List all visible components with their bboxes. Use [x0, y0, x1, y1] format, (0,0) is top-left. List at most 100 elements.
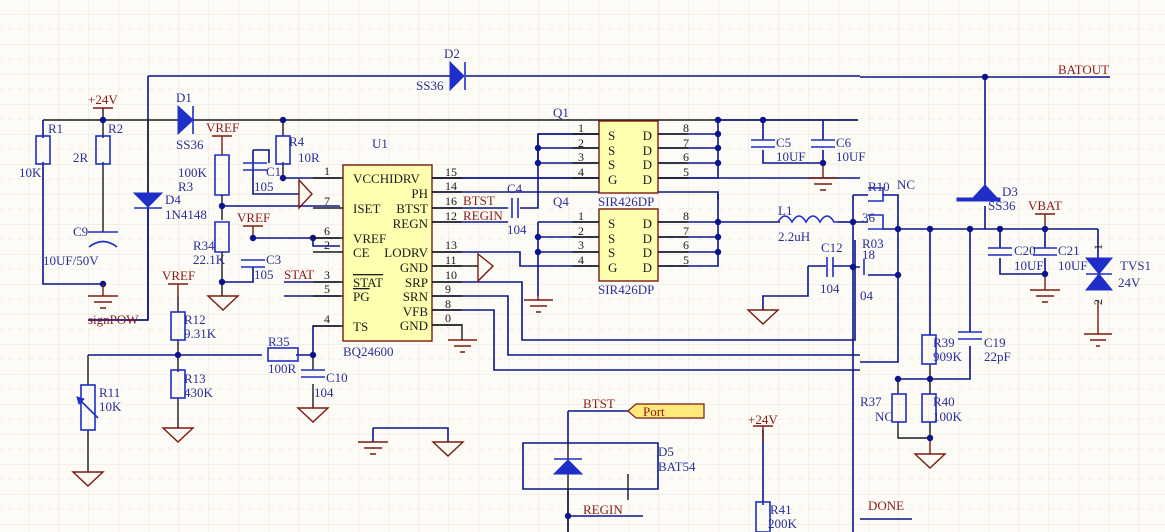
svg-text:R03: R03 — [862, 236, 884, 251]
svg-text:VFB: VFB — [403, 304, 429, 319]
svg-text:C12: C12 — [821, 240, 843, 255]
svg-text:10UF: 10UF — [776, 149, 806, 164]
u1-ref: U1 — [372, 136, 388, 151]
svg-text:BTST: BTST — [583, 396, 615, 411]
diode-d2[interactable] — [449, 60, 466, 92]
resistor-r35[interactable] — [267, 347, 299, 362]
svg-text:D: D — [643, 128, 652, 143]
capacitor-c6[interactable] — [811, 139, 835, 148]
capacitor-c1[interactable] — [243, 162, 267, 171]
svg-text:2: 2 — [578, 136, 584, 150]
resistor-r2[interactable] — [95, 135, 111, 165]
diode-d4[interactable] — [132, 192, 164, 209]
svg-text:10UF: 10UF — [1058, 258, 1088, 273]
u1-left-pins: 1 VCCHIDRV 7 ISET 6 VREF 2 CE 3 STAT 5 P… — [324, 164, 420, 334]
svg-text:6: 6 — [683, 150, 689, 164]
svg-text:C6: C6 — [836, 135, 852, 150]
svg-text:GND: GND — [400, 318, 428, 333]
resistor-r39[interactable] — [921, 334, 937, 365]
capacitor-c4[interactable] — [511, 198, 519, 218]
resistor-r13[interactable] — [170, 369, 186, 399]
resistor-r4[interactable] — [275, 135, 291, 165]
svg-text:NC: NC — [875, 409, 893, 424]
svg-text:+24V: +24V — [88, 92, 118, 107]
svg-text:GND: GND — [400, 260, 428, 275]
svg-text:7: 7 — [324, 194, 330, 208]
svg-text:+24V: +24V — [748, 412, 778, 427]
power-ports — [93, 107, 1055, 427]
svg-text:R34: R34 — [193, 238, 215, 253]
capacitor-c12[interactable] — [826, 257, 834, 277]
mosfet-q4[interactable] — [572, 208, 688, 282]
resistor-r1[interactable] — [35, 135, 51, 165]
svg-text:R40: R40 — [933, 394, 955, 409]
capacitor-c9[interactable] — [88, 231, 118, 248]
svg-text:SS36: SS36 — [988, 198, 1016, 213]
svg-text:909K: 909K — [933, 349, 963, 364]
svg-text:R13: R13 — [184, 371, 206, 386]
svg-text:9.31K: 9.31K — [184, 326, 217, 341]
svg-text:D: D — [643, 260, 652, 275]
svg-text:1: 1 — [324, 164, 330, 178]
svg-text:SIR426DP: SIR426DP — [598, 194, 654, 209]
svg-text:SS36: SS36 — [416, 78, 444, 93]
svg-text:104: 104 — [314, 385, 334, 400]
svg-text:105: 105 — [254, 267, 274, 282]
svg-text:S: S — [608, 245, 615, 260]
capacitor-c19[interactable] — [958, 331, 982, 340]
svg-text:6: 6 — [324, 224, 330, 238]
inductor-l1[interactable] — [777, 215, 838, 224]
svg-text:8: 8 — [683, 121, 689, 135]
diode-d5[interactable] — [552, 458, 584, 475]
tvs-diode-tvs1[interactable] — [1084, 257, 1114, 291]
resistor-r40[interactable] — [921, 393, 937, 423]
svg-text:4: 4 — [324, 312, 330, 326]
svg-text:D4: D4 — [165, 192, 181, 207]
capacitor-c20[interactable] — [988, 247, 1012, 256]
resistor-r37[interactable] — [891, 393, 907, 423]
svg-text:D: D — [643, 157, 652, 172]
svg-text:C19: C19 — [984, 335, 1006, 350]
svg-text:5: 5 — [683, 165, 689, 179]
potentiometer-r11[interactable] — [76, 384, 99, 431]
capacitor-c3[interactable] — [241, 259, 265, 268]
svg-text:R12: R12 — [184, 312, 206, 327]
resistor-r12[interactable] — [170, 311, 186, 341]
svg-text:VREF: VREF — [353, 231, 386, 246]
svg-text:7: 7 — [683, 224, 689, 238]
svg-text:16: 16 — [445, 194, 457, 208]
svg-text:G: G — [608, 172, 617, 187]
svg-text:VBAT: VBAT — [1028, 198, 1062, 213]
svg-text:3: 3 — [578, 238, 584, 252]
svg-text:LODRV: LODRV — [384, 245, 428, 260]
ic-u1-bq24600[interactable] — [313, 164, 462, 342]
svg-text:04: 04 — [860, 288, 874, 303]
svg-text:13: 13 — [445, 238, 457, 252]
svg-text:R41: R41 — [770, 502, 792, 517]
buffer-triangle-1 — [298, 178, 313, 210]
svg-text:L1: L1 — [778, 203, 792, 218]
diode-d3[interactable] — [956, 184, 1001, 202]
svg-text:D1: D1 — [176, 90, 192, 105]
svg-text:1: 1 — [578, 209, 584, 223]
svg-text:10: 10 — [445, 268, 457, 282]
svg-text:10R: 10R — [298, 150, 320, 165]
svg-text:3: 3 — [578, 150, 584, 164]
capacitor-c21[interactable] — [1033, 247, 1057, 256]
svg-text:R11: R11 — [99, 385, 120, 400]
svg-text:REGIN: REGIN — [583, 502, 623, 517]
svg-text:SRN: SRN — [403, 289, 429, 304]
svg-text:100K: 100K — [178, 165, 208, 180]
port-flag[interactable]: Port — [627, 403, 705, 419]
svg-text:24V: 24V — [1118, 275, 1141, 290]
diode-d1[interactable] — [177, 104, 194, 136]
svg-text:36: 36 — [862, 210, 876, 225]
mosfet-q1[interactable] — [572, 120, 688, 194]
resistor-r41[interactable] — [755, 501, 771, 532]
svg-text:R37: R37 — [860, 394, 882, 409]
svg-text:1: 1 — [578, 121, 584, 135]
svg-text:CE: CE — [353, 245, 370, 260]
svg-text:4: 4 — [578, 165, 584, 179]
capacitor-c5[interactable] — [751, 139, 775, 148]
capacitor-c10[interactable] — [301, 369, 325, 378]
